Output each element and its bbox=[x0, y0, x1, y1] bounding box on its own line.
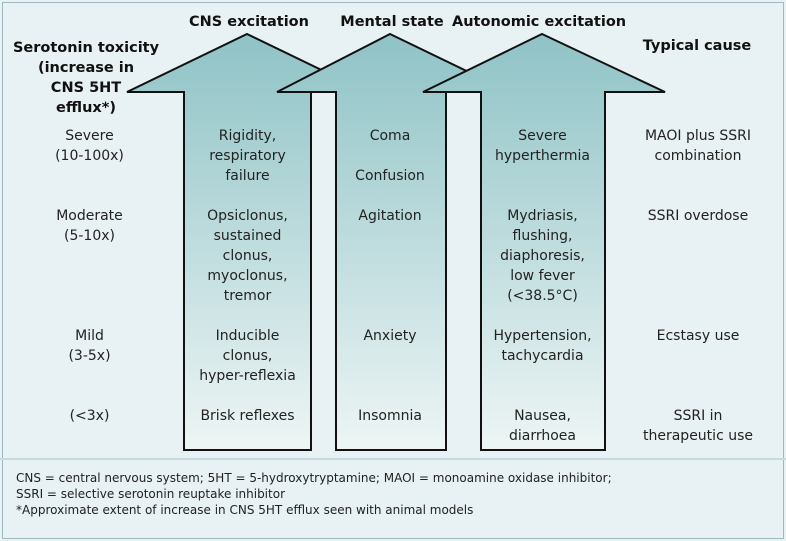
cell-mental-mild: Anxiety bbox=[363, 328, 417, 344]
cell-autonomic-severe: Severe hyperthermia bbox=[494, 128, 590, 164]
cell-cns-mild: Inducible clonus, hyper-reflexia bbox=[199, 328, 296, 384]
cell-cns-moderate: Opsiclonus, sustained clonus, myoclonus,… bbox=[207, 208, 288, 304]
row-level-minimal: (<3x) bbox=[69, 408, 110, 424]
cell-autonomic-mild: Hypertension, tachycardia bbox=[493, 328, 592, 364]
cell-mental-moderate: Agitation bbox=[358, 208, 422, 224]
row-level-mild: Mild (3-5x) bbox=[68, 328, 111, 364]
arrow-autonomic-excitation bbox=[422, 32, 666, 451]
row-level-moderate: Moderate (5-10x) bbox=[56, 208, 123, 244]
footnote-abbreviations: CNS = central nervous system; 5HT = 5-hy… bbox=[16, 471, 612, 485]
cell-cause-moderate: SSRI overdose bbox=[647, 208, 749, 224]
footnote-divider bbox=[0, 458, 786, 460]
cell-autonomic-minimal: Nausea, diarrhoea bbox=[508, 408, 576, 444]
header-mental-state: Mental state bbox=[340, 14, 444, 30]
cell-mental-minimal: Insomnia bbox=[358, 408, 422, 424]
cell-cause-mild: Ecstasy use bbox=[656, 328, 740, 344]
header-cns-excitation: CNS excitation bbox=[189, 14, 309, 30]
header-serotonin-toxicity: Serotonin toxicity (increase in CNS 5HT … bbox=[12, 40, 160, 116]
cell-cns-minimal: Brisk reflexes bbox=[200, 408, 295, 424]
cell-autonomic-moderate: Mydriasis, flushing, diaphoresis, low fe… bbox=[500, 208, 585, 304]
footnotes: CNS = central nervous system; 5HT = 5-hy… bbox=[16, 470, 612, 518]
row-level-severe: Severe (10-100x) bbox=[55, 128, 124, 164]
header-autonomic-excitation: Autonomic excitation bbox=[452, 14, 627, 30]
footnote-efflux: *Approximate extent of increase in CNS 5… bbox=[16, 503, 474, 517]
footnote-ssri: SSRI = selective serotonin reuptake inhi… bbox=[16, 487, 285, 501]
header-typical-cause: Typical cause bbox=[642, 38, 752, 54]
cell-cause-severe: MAOI plus SSRI combination bbox=[644, 128, 752, 164]
cell-mental-severe: Coma Confusion bbox=[355, 128, 425, 184]
cell-cns-severe: Rigidity, respiratory failure bbox=[209, 128, 286, 184]
cell-cause-minimal: SSRI in therapeutic use bbox=[643, 408, 753, 444]
